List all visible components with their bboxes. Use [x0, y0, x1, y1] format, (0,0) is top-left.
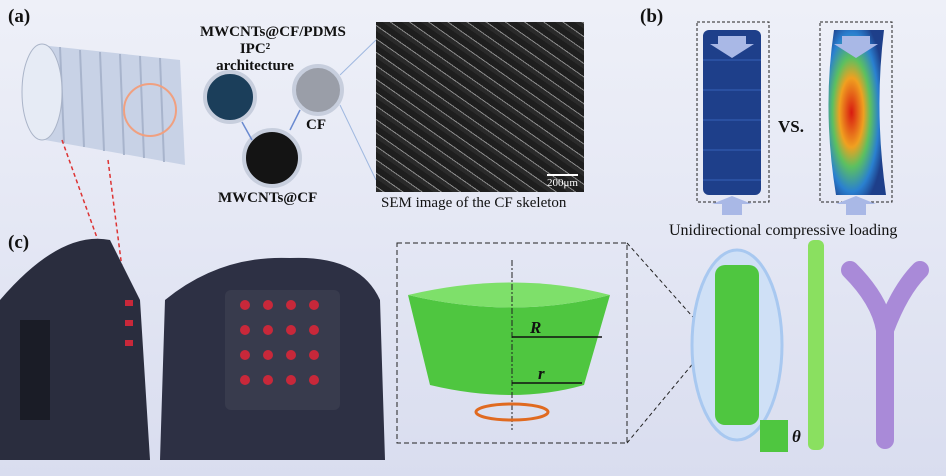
outer-radius-label: R — [530, 318, 542, 337]
green-segment — [760, 420, 788, 452]
sem-caption: SEM image of the CF skeleton — [381, 195, 567, 211]
load-arrow-icon — [712, 196, 752, 215]
angle-label: θ — [792, 427, 801, 446]
scale-bar: 200μm — [547, 174, 578, 189]
panel-c-label: (c) — [8, 232, 30, 253]
sem-image: 200μm — [376, 22, 584, 192]
vest-side-illustration — [0, 238, 150, 460]
architecture-title-text: MWCNTs@CF/PDMS — [200, 24, 346, 40]
unit-cell-illustration — [408, 260, 610, 430]
ribbed-cylinder-illustration — [21, 43, 185, 165]
mwcnts-label: MWCNTs@CF — [218, 190, 318, 206]
vest-front-illustration — [160, 257, 385, 460]
cf-circle — [292, 64, 344, 116]
green-bellows — [715, 265, 759, 425]
inner-radius-label: r — [538, 364, 545, 383]
vs-label: VS. — [778, 117, 804, 136]
load-arrow-icon — [834, 36, 878, 58]
buckled-column — [828, 30, 886, 195]
cf-label: CF — [306, 117, 326, 133]
load-arrow-icon — [836, 196, 876, 215]
mwcnts-circle — [242, 128, 302, 188]
panel-a-label: (a) — [8, 6, 31, 27]
load-arrow-icon — [710, 36, 754, 58]
uncompressed-column — [703, 30, 761, 195]
composite-circle — [203, 70, 257, 124]
panel-b-caption: Unidirectional compressive loading — [669, 222, 898, 239]
architecture-subtitle-text: IPC² architecture — [216, 41, 294, 74]
sensor-array — [240, 300, 319, 385]
purple-tube — [841, 261, 929, 449]
architecture-title: MWCNTs@CF/PDMS IPC² architecture — [200, 24, 346, 75]
green-tube — [808, 240, 824, 450]
panel-b-label: (b) — [640, 6, 664, 27]
rotation-arrow-icon — [474, 402, 550, 422]
